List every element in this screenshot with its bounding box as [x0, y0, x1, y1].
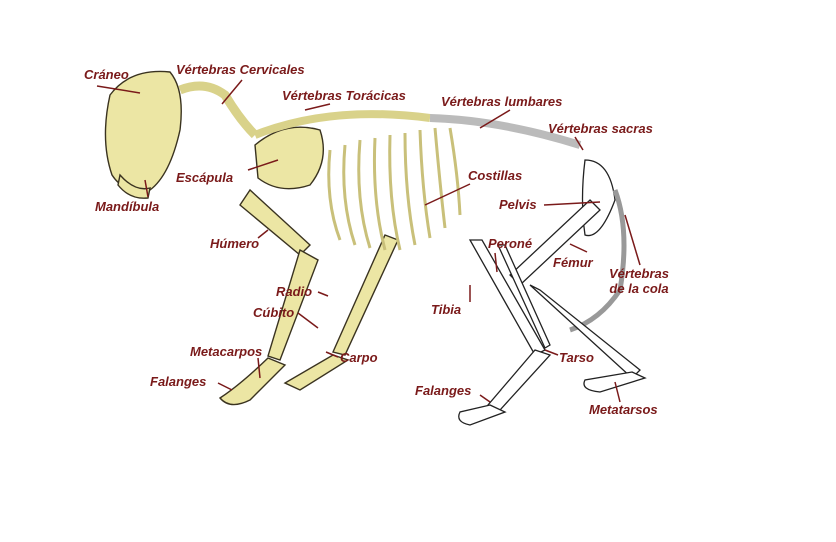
pelvis	[581, 159, 616, 237]
hind-paw	[458, 404, 507, 426]
label-metacarpos: Metacarpos	[190, 344, 263, 359]
label-vertebras-sacras: Vértebras sacras	[548, 121, 653, 136]
hind-paw-2	[583, 371, 647, 393]
label-pelvis: Pelvis	[499, 197, 537, 212]
label-escapula: Escápula	[176, 170, 234, 185]
label-tarso: Tarso	[559, 350, 594, 365]
label-vertebras-lumbares: Vértebras lumbares	[441, 94, 563, 109]
label-falanges-back: Falanges	[415, 383, 472, 398]
leader-lines	[96, 79, 641, 403]
label-falanges-front: Falanges	[150, 374, 207, 389]
label-metatarsos: Metatarsos	[589, 402, 658, 417]
label-cubito: Cúbito	[253, 305, 295, 320]
label-carpo: Carpo	[340, 350, 378, 365]
label-mandibula: Mandíbula	[95, 199, 160, 214]
hind-leg-2	[529, 284, 641, 379]
label-vertebras-cola-line1: Vértebras	[609, 266, 669, 281]
label-vertebras-cola: Vértebras de la cola	[604, 266, 674, 296]
label-perone: Peroné	[488, 236, 533, 251]
skeleton-back	[429, 114, 647, 426]
fibula	[496, 244, 551, 349]
cervical-spine	[178, 81, 259, 139]
label-femur: Fémur	[553, 255, 593, 270]
skull	[104, 70, 182, 192]
label-humero: Húmero	[210, 236, 260, 251]
label-vertebras-cola-line2: de la cola	[609, 281, 669, 296]
skeleton-front	[104, 70, 431, 406]
mandible	[117, 173, 151, 199]
ribs	[327, 127, 462, 251]
forefoot	[218, 357, 287, 406]
scapula	[254, 126, 324, 190]
label-costillas: Costillas	[468, 168, 523, 183]
lumbar-spine	[429, 114, 582, 149]
label-tibia: Tibia	[431, 302, 462, 317]
label-vertebras-cervicales: Vértebras Cervicales	[176, 62, 305, 77]
label-craneo: Cráneo	[84, 67, 129, 82]
radius-ulna	[267, 248, 319, 361]
tail	[569, 189, 627, 333]
leg-2	[332, 234, 399, 356]
paw-2	[283, 354, 350, 391]
thoracic-spine	[253, 110, 431, 139]
label-vertebras-toracicas: Vértebras Torácicas	[282, 88, 406, 103]
label-radio: Radio	[276, 284, 313, 299]
metatarsus	[486, 349, 552, 411]
